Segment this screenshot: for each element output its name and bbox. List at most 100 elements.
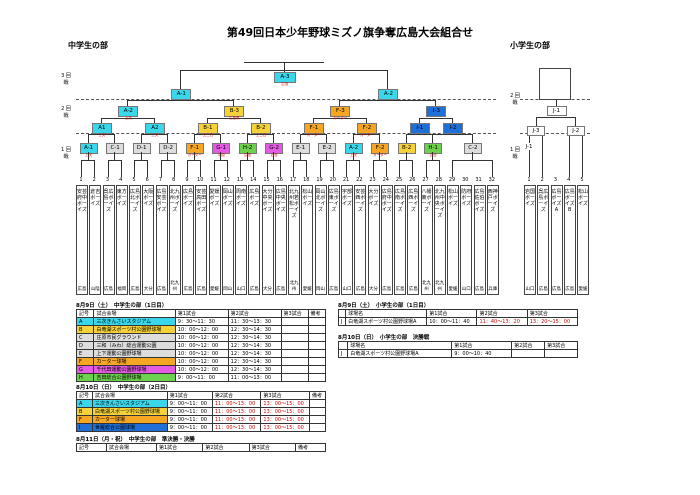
match-box: A2: [144, 123, 165, 134]
team-card: 八幡東ボーイズ北九州: [420, 185, 433, 295]
team-card: 安芸府中ボーイズ広島: [76, 185, 88, 295]
match-box: J-2: [566, 126, 585, 136]
team-prefecture: 愛媛: [302, 286, 312, 292]
cell-g2: 11：00〜13：00: [211, 423, 262, 432]
team-prefecture: 山口: [342, 286, 352, 292]
cell-g1: 10：00〜12：00: [174, 333, 229, 342]
cell-g3: [280, 349, 309, 358]
team-number: 14: [250, 177, 257, 183]
team-name: 広島南ボーイズ: [395, 189, 406, 213]
bracket-line: [127, 100, 129, 106]
team-number: 5: [132, 177, 136, 183]
cell-g2: 12：30〜14：30: [227, 349, 282, 358]
team-prefecture: 岡山: [316, 286, 325, 292]
match-venue: 広島: [429, 153, 437, 157]
bracket-line: [220, 134, 222, 143]
match-venue: 上天: [98, 133, 106, 137]
bracket-line: [140, 152, 142, 160]
team-prefecture: 広島: [157, 286, 166, 292]
col-g1: 第1試合: [166, 391, 213, 400]
bracket-line: [418, 118, 452, 119]
team-number: 3: [553, 177, 558, 183]
bracket-line: [100, 118, 102, 123]
team-name: 北九州若松ボーイズ: [289, 189, 300, 219]
bracket-line: [529, 135, 530, 177]
bracket-line: [87, 152, 89, 160]
bracket-line: [575, 117, 577, 126]
team-number: 16: [276, 177, 283, 183]
team-card: 岩国ボーイズ山口: [524, 185, 536, 295]
team-card: 北九州中央ボーイズ北九州: [433, 185, 446, 295]
table-row: J 白竜湖スポーツ村公園野球場A 10：00〜11：40 11：40〜13：20…: [337, 317, 579, 326]
cell-g2: 12：30〜14：30: [227, 325, 282, 334]
match-venue: カーター: [306, 133, 321, 137]
cell-g2: 12：30〜14：30: [227, 365, 282, 374]
match-box: C-2: [463, 143, 482, 154]
bracket-line: [220, 152, 222, 160]
cell-code: A: [75, 317, 95, 326]
cell-code: E: [75, 349, 95, 358]
team-name: 周南ボーイズ: [236, 189, 247, 207]
bracket-line: [299, 134, 327, 135]
bracket-line: [352, 134, 354, 143]
team-name: 呉広島ボーイズ: [538, 189, 549, 213]
cell-venue: 吉田総合公園野球場: [93, 373, 176, 382]
cell-g3: [280, 373, 309, 382]
cell-g3: [280, 317, 309, 326]
elem-round-label-1: 1 回 戦: [510, 147, 520, 160]
day3-title: 8月11日（月・祝） 中学生の部 準決勝・決勝: [76, 437, 195, 443]
match-box: A-2: [118, 106, 139, 117]
cell-note: [308, 423, 327, 432]
bracket-line: [233, 100, 235, 106]
col-code: [337, 341, 349, 350]
team-name: 防府ボーイズ: [461, 189, 472, 207]
match-venue: カーター: [359, 133, 374, 137]
cell-note: [307, 349, 326, 358]
match-venue: カーター: [373, 153, 388, 157]
team-card: 松山ボーイズ愛媛: [301, 185, 314, 295]
bracket-line: [240, 160, 241, 177]
team-prefecture: 広島: [77, 286, 87, 292]
team-card: 大分ボーイズ大分: [367, 185, 380, 295]
team-prefecture: 山口: [525, 286, 535, 292]
bracket-line: [246, 152, 248, 160]
bracket-line: [81, 160, 82, 177]
bracket-line: [452, 118, 453, 123]
team-card: 安芸西ボーイズ広島: [354, 185, 367, 295]
team-name: 広島ボーイズB: [564, 189, 575, 213]
team-prefecture: 北九州: [422, 281, 431, 292]
bracket-line: [266, 160, 280, 161]
match-venue: 上天: [350, 153, 358, 157]
cell-g3: [544, 349, 578, 358]
team-prefecture: 福岡: [117, 286, 127, 292]
team-prefecture: 広島: [196, 286, 206, 292]
col-code: 記号: [75, 309, 95, 318]
team-number: 24: [382, 177, 389, 183]
cell-g2: 11：00〜13：00: [211, 399, 262, 408]
team-number: 17: [289, 177, 297, 183]
team-number: 21: [342, 177, 350, 183]
team-number: 3: [105, 177, 110, 183]
team-name: 北九州中央ボーイズ: [434, 189, 445, 219]
bracket-line: [293, 160, 294, 177]
team-number: 11: [210, 177, 217, 183]
match-venue: 上天: [124, 116, 132, 120]
cell-code: F: [75, 415, 94, 424]
match-venue: カーター: [187, 153, 202, 157]
day3-table: 記号 試合会場 第1試合 第2試合 第3試合 備考: [76, 443, 327, 452]
match-box: G-1: [212, 143, 231, 154]
team-card: 岡山北ボーイズ岡山: [314, 185, 327, 295]
bracket-line: [259, 118, 261, 123]
team-card: 東方ボーイズ福岡: [115, 185, 128, 295]
team-name: 広島府中ボーイズ: [381, 189, 392, 213]
team-card: 大阪ボーイズ大分: [142, 185, 155, 295]
cell-code: J: [337, 317, 347, 326]
team-card: 広島南ボーイズ広島: [394, 185, 406, 295]
match-box: B-1: [197, 123, 218, 134]
col-venue: 球場名: [347, 341, 453, 350]
team-prefecture: 広島: [130, 286, 140, 292]
